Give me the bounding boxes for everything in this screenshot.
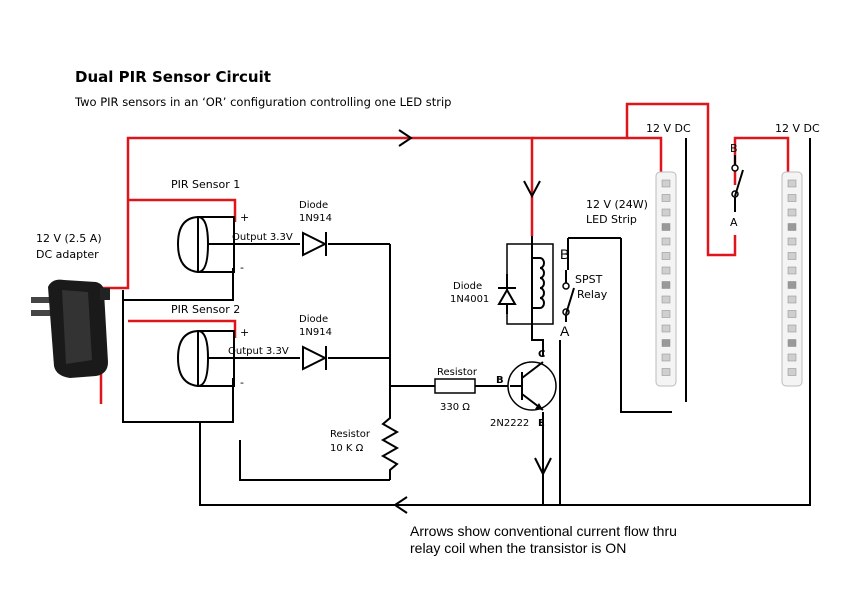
transistor-2n2222 [507,361,557,411]
resistor-pd-label: Resistor [330,429,371,440]
led-strip-2-led [787,266,797,275]
relay-pin-a: A [560,323,570,339]
note-line-1: Arrows show conventional current flow th… [410,523,677,539]
diode3-part: 1N4001 [450,294,489,305]
led-strip-1-led [661,281,671,289]
current-arrow-bottom [393,496,408,514]
led-strip-1-led [661,339,671,347]
led-strip-1-led [661,324,671,333]
led-strip-2-led [787,208,797,217]
led-strip-1-led [661,179,671,188]
led-strip-1-led [661,353,671,362]
led-strip-1 [655,171,677,387]
pir1-minus: - [240,261,244,274]
diode2-part: 1N914 [299,327,332,338]
led-strip-2-led [787,179,797,188]
led-strip-2-led [787,310,797,318]
resistor-pd-value: 10 K Ω [330,443,364,454]
led-strip-1-led [661,252,671,260]
pir2-label: PIR Sensor 2 [171,303,240,316]
led-strip-1-led [661,208,671,217]
pir-sensor-2 [176,329,235,388]
relay-label-name: Relay [577,288,608,301]
resistor-base [434,378,476,394]
led-strip-1-led [661,223,671,231]
diode1-label: Diode [299,200,328,211]
diode3-label: Diode [453,281,482,292]
diagram-title: Dual PIR Sensor Circuit [75,68,271,86]
led-strip-2-led [787,339,797,347]
led-strip-2-led [787,252,797,260]
led-strip-2-led [787,237,797,246]
current-arrow-relay [523,180,541,199]
led-strip-2 [781,138,811,398]
led-supply-1-label: 12 V DC [646,122,691,135]
wiring [122,138,811,506]
pir1-output-label: Output 3.3V [232,232,293,243]
relay-pin-b: B [560,246,569,262]
note-line-2: relay coil when the transistor is ON [410,540,626,556]
current-arrow-top [398,129,413,147]
dc-adapter [31,279,110,378]
diode2-label: Diode [299,314,328,325]
resistor-base-value: 330 Ω [440,402,470,413]
switch2-pin-a: A [730,216,738,229]
diode1-part: 1N914 [299,213,332,224]
pir-sensor-1 [176,215,235,274]
diagram-subtitle: Two PIR sensors in an ‘OR’ configuration… [74,95,452,109]
relay-label-type: SPST [575,273,603,286]
led-strip-2-led [787,353,797,362]
led-strip-1-led [661,310,671,318]
adapter-label-rating: 12 V (2.5 A) [36,232,102,245]
pir2-plus: + [240,326,249,339]
pir2-minus: - [240,376,244,389]
led-strip-1-led [661,266,671,275]
pir2-output-label: Output 3.3V [228,346,289,357]
relay [497,243,575,325]
led-strip-1-led [661,368,671,376]
led-strip-2-led [787,324,797,333]
led-strip-1-led [661,194,671,202]
current-arrow-emitter [534,457,552,477]
transistor-emitter-pin: E [538,418,545,429]
pir1-label: PIR Sensor 1 [171,178,240,191]
led-strip-2-led [787,295,797,304]
transistor-base-pin: B [496,375,504,386]
transistor-collector-pin: C [538,349,545,360]
led-supply-2-label: 12 V DC [775,122,820,135]
transistor-part: 2N2222 [490,418,529,429]
led-strip-rating: 12 V (24W) [586,198,648,211]
pir1-plus: + [240,211,249,224]
led-strip-1-led [661,295,671,304]
diode-2 [302,345,328,371]
led-strip-2-led [787,281,797,289]
led-strip-2-led [787,223,797,231]
diode-1 [302,231,328,257]
adapter-label-type: DC adapter [36,248,99,261]
led-strip-name: LED Strip [586,213,637,226]
switch2-pin-b: B [730,142,738,155]
led-strip-2-led [787,368,797,376]
resistor-base-label: Resistor [437,367,478,378]
led-strip-2-led [787,194,797,202]
switch-2 [731,155,744,212]
led-strip-1-led [661,237,671,246]
